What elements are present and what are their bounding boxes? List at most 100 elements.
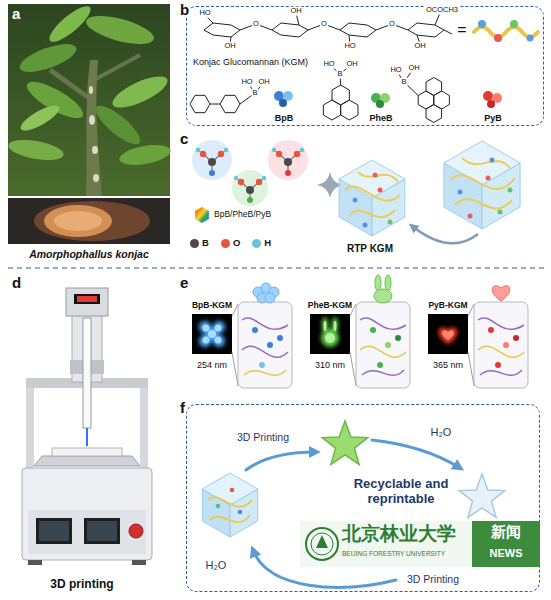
legend-item: B xyxy=(190,238,209,248)
bpb-kgm-sample xyxy=(199,321,225,347)
legend-swatch xyxy=(252,239,261,248)
3d-printer xyxy=(22,468,152,560)
konjac-plant-photo xyxy=(16,38,79,77)
kgm-structure xyxy=(444,30,452,34)
equals-sign: = xyxy=(457,21,466,39)
reagent-label: H₂O xyxy=(431,426,452,439)
pyb-kgm-sample xyxy=(513,335,519,341)
rtp-kgm-cube xyxy=(378,188,383,193)
atom-label: O xyxy=(320,20,328,29)
pyb-kgm-sample xyxy=(495,362,501,368)
reagent-label: H₂O xyxy=(206,559,227,572)
konjac-plant-photo xyxy=(50,70,92,100)
material-label: BpB/PheB/PyB xyxy=(214,210,271,220)
panel-letter: a xyxy=(12,5,20,22)
bpb-kgm-sample xyxy=(253,283,279,303)
university-name: 北京林业大学 xyxy=(342,523,456,545)
pyb-kgm-sample xyxy=(468,352,474,386)
pyb-structure xyxy=(487,100,495,108)
bpb-structure xyxy=(220,95,240,112)
atom-label: OH xyxy=(413,42,426,51)
sample-label: PheB-KGM xyxy=(308,301,352,311)
pheb-kgm-sample xyxy=(385,275,391,291)
3d-printer xyxy=(140,386,148,468)
panel-letter: c xyxy=(180,130,188,147)
bpb-structure xyxy=(190,95,210,112)
konjac-plant-photo xyxy=(89,115,95,125)
pheb-kgm-sample xyxy=(395,335,401,341)
pheb-kgm-sample xyxy=(332,317,338,333)
boronic-acid-bubbles xyxy=(196,148,228,171)
atom-label: OCOCH3 xyxy=(425,6,459,15)
boronic-acid-bubbles xyxy=(247,197,253,203)
dissolving-star xyxy=(459,474,505,517)
3d-printer xyxy=(28,510,146,554)
bpb-kgm-sample xyxy=(192,314,232,354)
printed-cube xyxy=(208,497,252,507)
news-label: NEWS xyxy=(490,547,523,560)
atom-label: O xyxy=(252,20,260,29)
konjac-tuber-photo xyxy=(44,205,112,237)
pheb-kgm-sample xyxy=(360,318,406,329)
kgm-chain-icon xyxy=(478,20,486,28)
3d-printer xyxy=(66,288,108,316)
printed-cube xyxy=(202,473,257,505)
pheb-kgm-sample xyxy=(322,317,328,333)
bpb-kgm-sample xyxy=(232,352,238,386)
device-label: 3D printing xyxy=(50,578,113,592)
boronic-acid-bubbles xyxy=(209,170,215,176)
boronic-acid-bubbles xyxy=(234,176,266,199)
rtp-kgm-cube xyxy=(450,175,515,189)
atom-label: HO xyxy=(240,78,253,87)
atom-label: HO xyxy=(198,9,211,18)
legend-text: H xyxy=(264,238,271,248)
printed-star xyxy=(322,421,368,464)
bpb-kgm-sample xyxy=(215,337,222,344)
printed-cube xyxy=(202,473,257,537)
atom-label: O xyxy=(388,20,396,29)
boronic-acid-bubbles xyxy=(268,140,308,180)
rtp-kgm-cube xyxy=(363,223,368,228)
3d-printer xyxy=(39,521,69,541)
pheb-structure xyxy=(376,100,384,108)
boronic-acid-bubbles xyxy=(192,140,308,223)
bpb-kgm-sample xyxy=(203,325,222,344)
pheb-kgm-sample xyxy=(324,321,327,331)
pyb-kgm-sample xyxy=(503,342,509,348)
3d-printer xyxy=(132,560,146,565)
rtp-kgm-cube xyxy=(339,160,405,198)
legend-swatch xyxy=(221,239,230,248)
kgm-chain-icon xyxy=(494,34,502,42)
atom-legend: BOH xyxy=(190,238,271,248)
watermark-badge: 北京林业大学BEIJING FORESTRY UNIVERSITY新闻NEWS xyxy=(300,521,540,567)
molecule-name: BpB xyxy=(275,113,294,123)
pyb-structure xyxy=(426,105,442,123)
pheb-kgm-sample xyxy=(325,333,335,343)
bpb-kgm-sample xyxy=(203,325,210,332)
rtp-kgm-cube xyxy=(444,141,520,185)
molecule-name: PheB xyxy=(369,113,392,123)
3d-printer xyxy=(36,518,72,544)
3d-printer xyxy=(22,288,152,565)
bpb-kgm-sample xyxy=(232,304,238,316)
kgm-structure xyxy=(435,13,440,25)
pyb-kgm-sample xyxy=(428,314,468,354)
rtp-kgm-cube xyxy=(373,173,378,178)
kgm-chain-icon xyxy=(510,20,518,28)
sample-label: BpB-KGM xyxy=(192,301,232,311)
pheb-kgm-sample xyxy=(375,275,381,291)
3d-printer xyxy=(87,521,117,541)
3d-printer xyxy=(77,296,97,302)
konjac-plant-photo xyxy=(7,1,172,196)
pheb-kgm-sample xyxy=(310,314,350,354)
pheb-kgm-sample xyxy=(385,342,391,348)
pyb-kgm-sample xyxy=(478,318,524,329)
3d-printer xyxy=(84,518,120,544)
bpb-structure xyxy=(190,82,293,113)
rtp-kgm-cube xyxy=(490,158,495,163)
rtp-kgm-cube xyxy=(388,220,393,225)
kgm-structure xyxy=(204,23,240,37)
panel-letter: b xyxy=(179,1,190,18)
pyb-structure xyxy=(396,68,502,123)
